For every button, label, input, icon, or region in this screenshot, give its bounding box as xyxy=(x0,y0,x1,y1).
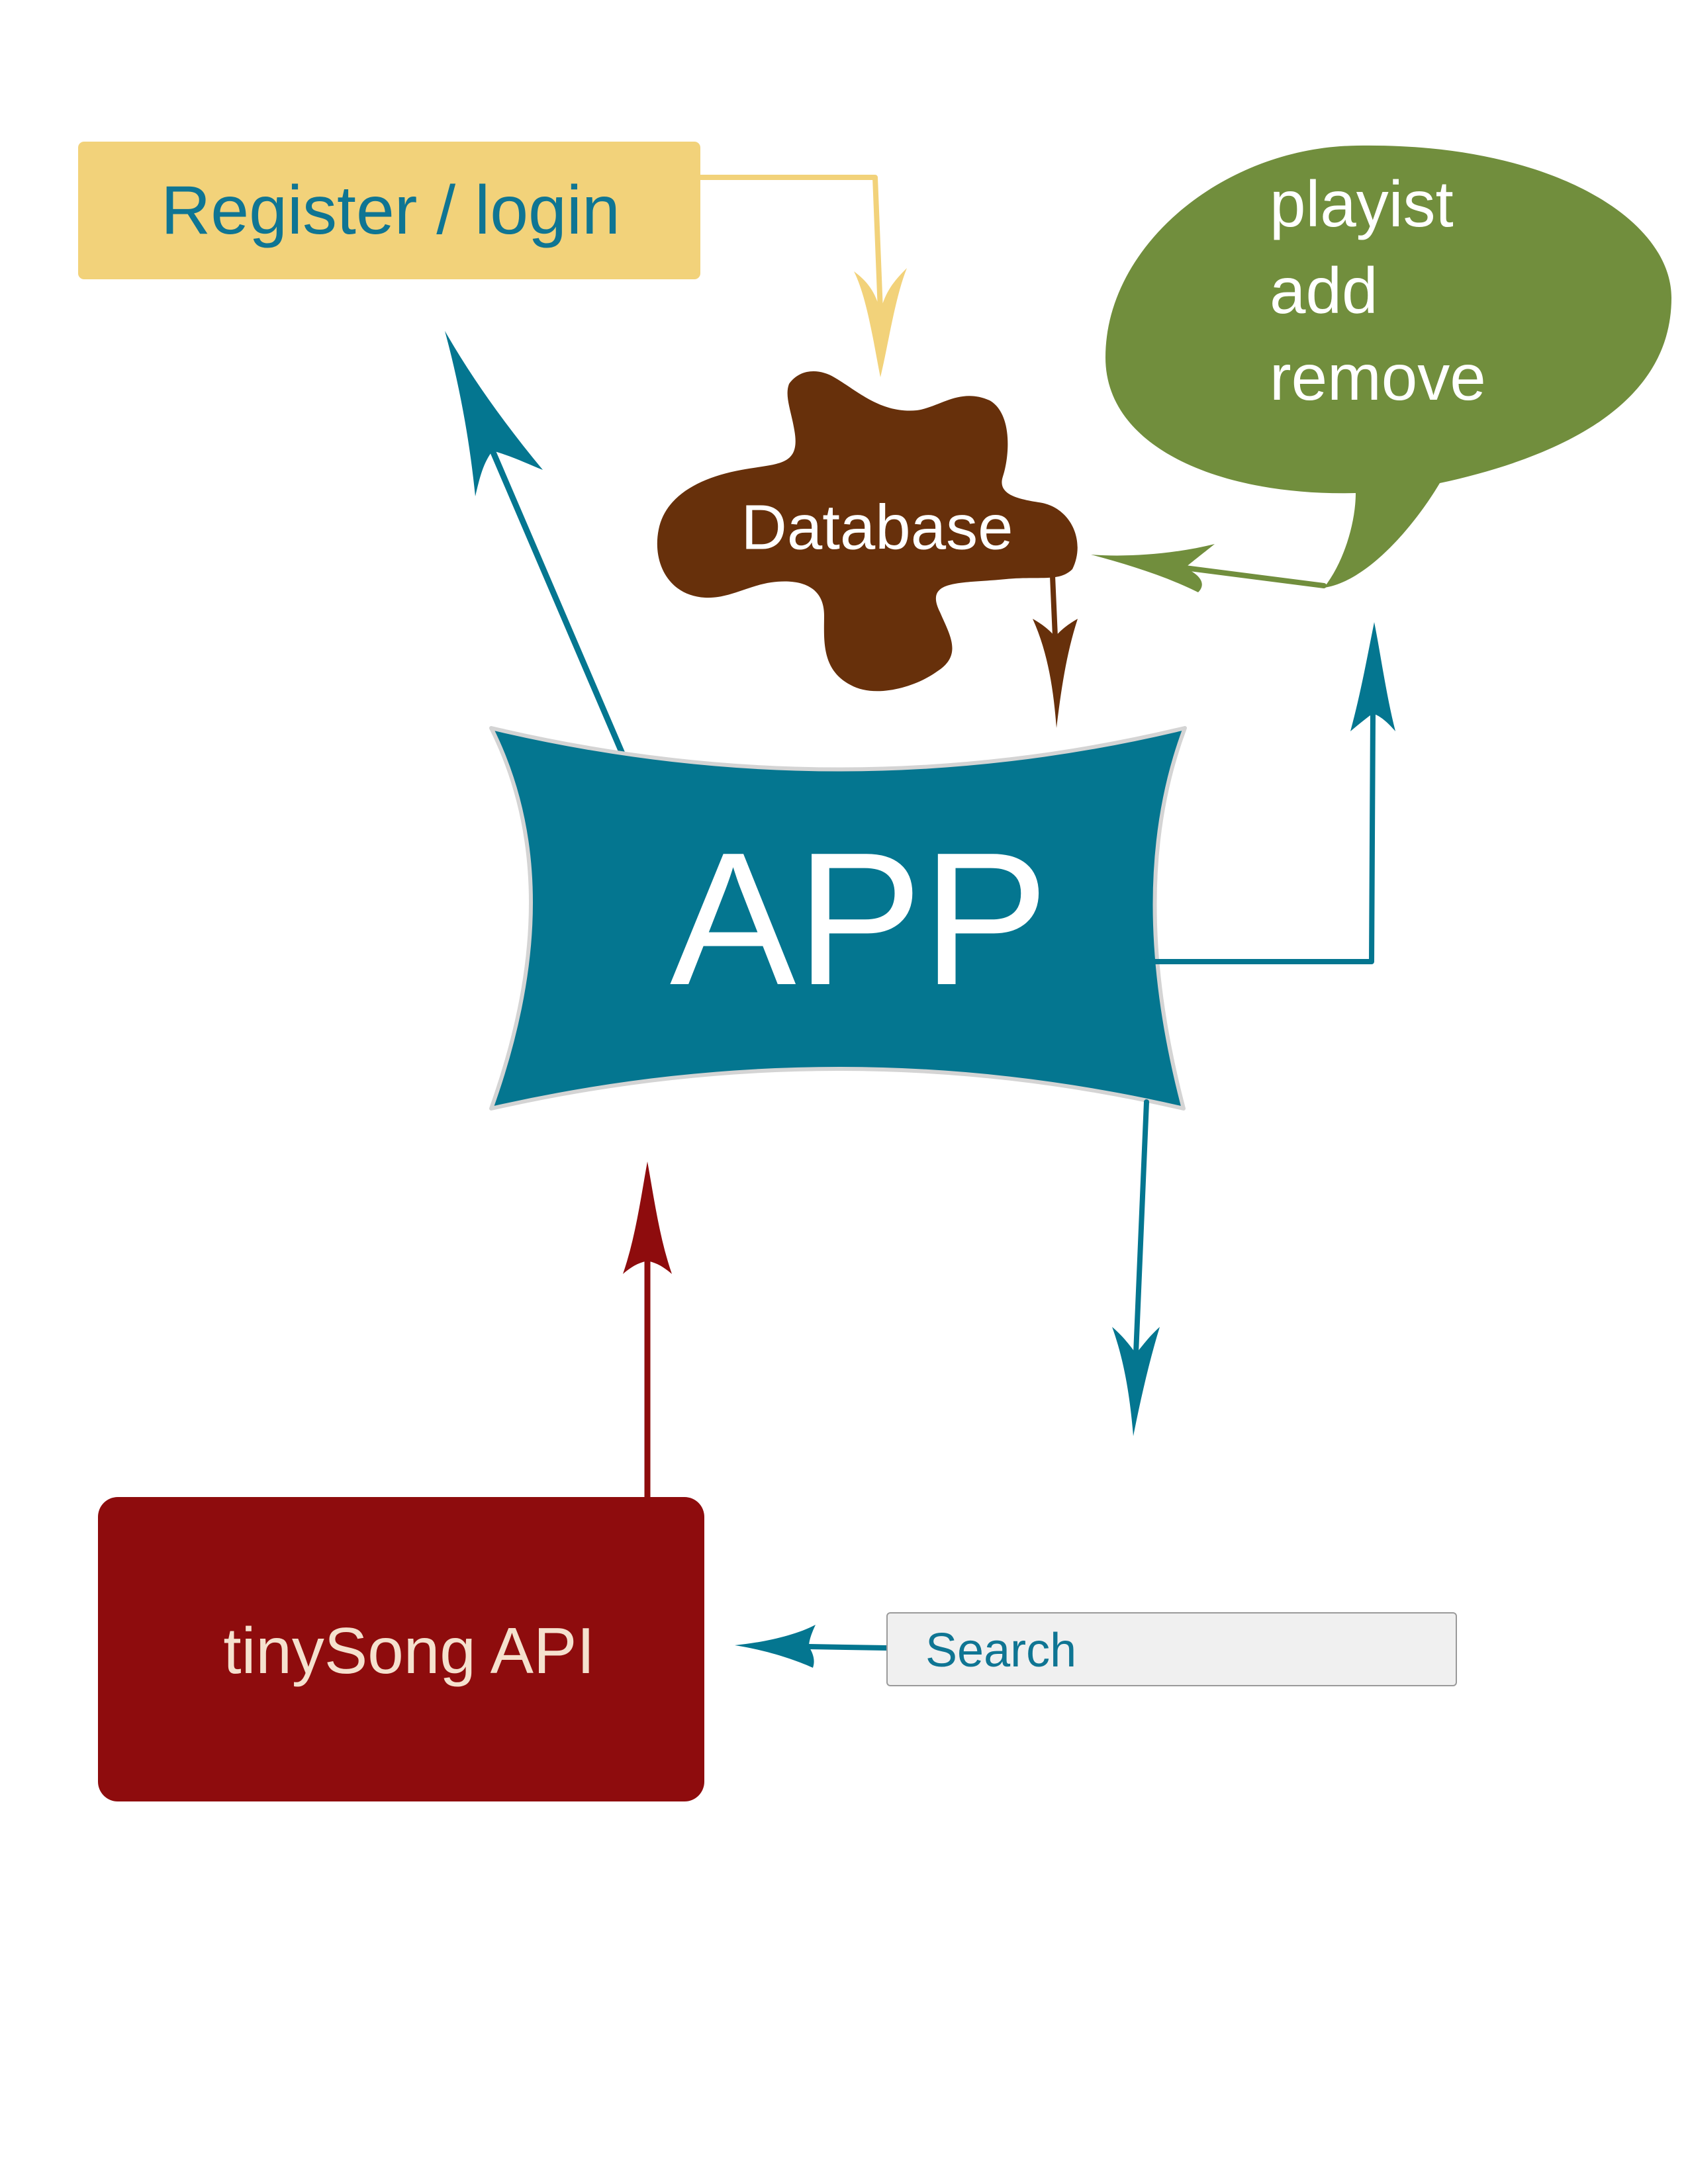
search-input-placeholder: Search xyxy=(925,1624,1076,1677)
register-login-box xyxy=(78,142,700,279)
tinysong-api-box xyxy=(98,1497,704,1801)
playlist-line-2: add xyxy=(1270,254,1378,327)
arrow-app-to-playlist xyxy=(1143,622,1395,964)
register-login-node: Register / login xyxy=(78,142,700,279)
search-input-box[interactable] xyxy=(886,1612,1457,1686)
playlist-bubble: playist add remove xyxy=(1105,145,1671,588)
playlist-line-1: playist xyxy=(1270,167,1454,240)
arrow-search-to-api xyxy=(735,1625,890,1668)
playlist-line-3: remove xyxy=(1270,341,1486,414)
arrow-api-to-app xyxy=(623,1161,672,1500)
playlist-bubble-shape xyxy=(1105,145,1671,588)
arrow-app-down xyxy=(1112,1099,1160,1436)
app-label: APP xyxy=(670,813,1049,1024)
app-node: APP xyxy=(489,726,1187,1111)
arrow-register-to-database xyxy=(698,175,907,377)
register-login-label: Register / login xyxy=(161,172,620,249)
tinysong-api-label: tinySong API xyxy=(223,1614,594,1687)
arrow-database-to-app xyxy=(1033,573,1078,728)
search-input[interactable]: Search xyxy=(886,1612,1457,1686)
database-node: Database xyxy=(657,371,1078,692)
arrow-app-to-register xyxy=(445,331,629,764)
arrow-playlist-to-database xyxy=(1091,544,1327,592)
database-label: Database xyxy=(741,492,1013,563)
database-blob xyxy=(657,371,1078,692)
app-shape xyxy=(489,726,1187,1111)
tinysong-api-node: tinySong API xyxy=(98,1497,704,1801)
